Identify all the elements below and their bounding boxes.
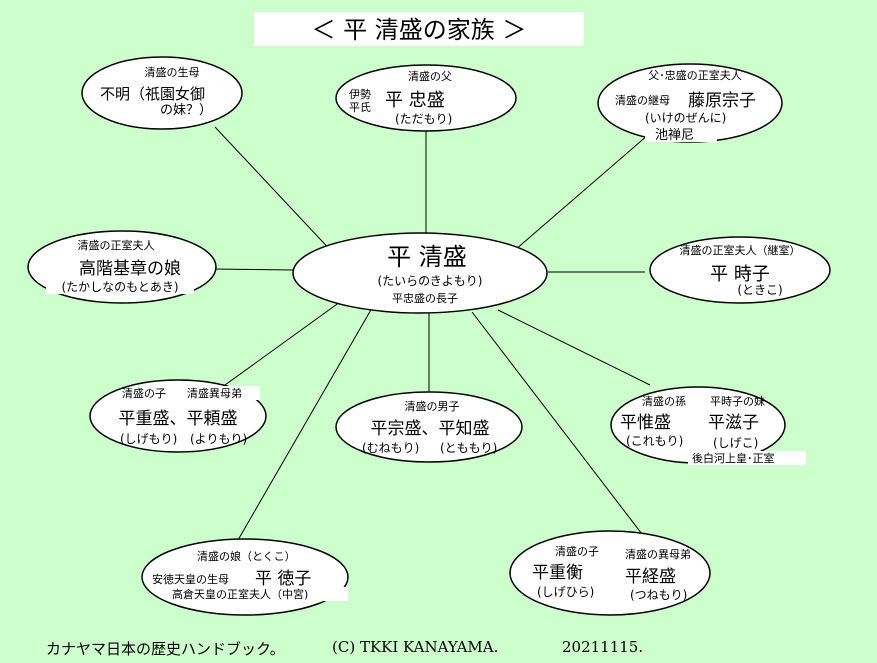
grandchild-note: 後白河上皇･正室 — [692, 451, 775, 465]
wife1-reading-bg — [46, 280, 194, 294]
wife1-role: 清盛の正室夫人 — [78, 238, 155, 252]
mother-role: 清盛の生母 — [145, 65, 200, 79]
daughter-note: 高倉天皇の正室夫人（中宮) — [172, 587, 308, 601]
sons1-role1: 清盛の子 — [122, 386, 166, 400]
daughter-prefix: 安徳天皇の生母 — [152, 572, 229, 586]
edge-wife1 — [211, 268, 294, 271]
node-shigemori-yorimori[interactable]: 清盛の子 清盛異母弟 平重盛、平頼盛 (しげもり) (よりもり) — [89, 379, 267, 453]
edge-grandchild — [497, 309, 651, 386]
grandchild-reading2: (しげこ) — [713, 436, 758, 450]
edge-mother — [214, 126, 336, 256]
footer: カナヤマ日本の歴史ハンドブック。 (C) TKKI KANAYAMA. 2021… — [20, 638, 860, 660]
sons2-reading2: (とももり) — [440, 441, 497, 455]
grandchild-name2: 平滋子 — [708, 413, 759, 433]
father-role: 清盛の父 — [408, 69, 452, 83]
father-reading: (ただもり) — [395, 112, 452, 126]
stepmother-reading: (いけのぜんに) — [645, 111, 726, 125]
diagram-title: ＜ 平 清盛の家族 ＞ — [312, 16, 527, 44]
father-origin2: 平氏 — [349, 101, 371, 114]
stepmother-alias-bg — [645, 126, 717, 142]
sons1-reading2: (よりもり) — [190, 432, 247, 446]
stepmother-role: 父･忠盛の正室夫人 — [648, 68, 742, 82]
title-box — [254, 12, 584, 46]
daughter-note-bg — [168, 587, 348, 601]
edge-daughter — [237, 307, 373, 541]
grandchild-role2: 平時子の妹 — [710, 395, 765, 408]
mother-line2: の妹？） — [160, 103, 212, 118]
center-note: 平忠盛の長子 — [392, 291, 458, 305]
sons1-reading1: (しげもり) — [120, 432, 177, 446]
node-stepmother[interactable]: 父･忠盛の正室夫人 清盛の継母 藤原宗子 (いけのぜんに) 池禅尼 — [597, 63, 783, 143]
sons1-name: 平重盛、平頼盛 — [119, 409, 238, 429]
sons3-reading2: (つねもり) — [630, 588, 687, 602]
sons1-role2: 清盛異母弟 — [187, 386, 242, 400]
wife1-reading: (たかしなのもとあき) — [61, 280, 178, 294]
sons2-reading1: (むねもり) — [362, 441, 419, 455]
wife2-name: 平 時子 — [710, 264, 770, 285]
node-tokuko[interactable]: 清盛の娘（とくこ） 安徳天皇の生母 平 徳子 高倉天皇の正室夫人（中宮) — [141, 538, 349, 616]
node-father[interactable]: 清盛の父 伊勢 平氏 平 忠盛 (ただもり) — [335, 64, 517, 132]
center-reading: (たいらのきよもり) — [377, 274, 482, 288]
daughter-name: 平 徳子 — [255, 569, 311, 589]
sons3-role2: 清盛の異母弟 — [625, 547, 691, 561]
mother-line1: 不明（祇園女御 — [100, 85, 205, 103]
sons3-reading1: (しげひら) — [537, 585, 594, 599]
wife2-role: 清盛の正室夫人（継室） — [680, 243, 801, 257]
node-second-wife[interactable]: 清盛の正室夫人（継室） 平 時子 (ときこ) — [649, 236, 831, 304]
edge-sons1 — [224, 301, 341, 386]
stepmother-alias: 池禅尼 — [655, 128, 694, 143]
wife2-reading: (ときこ) — [737, 283, 782, 297]
sons1-role2-bg — [182, 386, 260, 400]
footer-date: 20211115. — [562, 638, 644, 656]
stepmother-prefix: 清盛の継母 — [615, 93, 670, 107]
grandchild-role1: 清盛の孫 — [642, 394, 686, 408]
sons2-name: 平宗盛、平知盛 — [371, 419, 490, 439]
daughter-role: 清盛の娘（とくこ） — [197, 549, 296, 563]
grandchild-reading1: (これもり) — [626, 434, 683, 448]
sons3-role1: 清盛の子 — [555, 544, 599, 558]
node-mother[interactable]: 清盛の生母 不明（祇園女御 の妹？） — [81, 56, 243, 130]
center-name: 平 清盛 — [387, 243, 467, 271]
sons2-role: 清盛の男子 — [405, 399, 460, 413]
stepmother-name: 藤原宗子 — [688, 91, 756, 111]
edge-sons3 — [471, 311, 646, 539]
wife1-name: 高階基章の娘 — [79, 259, 181, 279]
footer-copyright: (C) TKKI KANAYAMA. — [332, 638, 499, 656]
node-first-wife[interactable]: 清盛の正室夫人 高階基章の娘 (たかしなのもとあき) — [27, 230, 217, 304]
sons3-name1: 平重衡 — [532, 563, 583, 583]
node-koremori-shigeko[interactable]: 清盛の孫 平時子の妹 平惟盛 平滋子 (これもり) (しげこ) 後白河上皇･正室 — [610, 386, 806, 465]
father-name: 平 忠盛 — [385, 90, 445, 111]
node-taira-no-kiyomori[interactable]: 平 清盛 (たいらのきよもり) 平忠盛の長子 — [292, 232, 548, 314]
node-shigehira-tsunemori[interactable]: 清盛の子 清盛の異母弟 平重衡 平経盛 (しげひら) (つねもり) — [509, 530, 711, 616]
sons3-name2: 平経盛 — [625, 567, 676, 587]
grandchild-note-bg — [688, 451, 806, 465]
footer-book: カナヤマ日本の歴史ハンドブック。 — [46, 640, 285, 658]
edge-stepmother — [514, 134, 649, 251]
father-origin1: 伊勢 — [349, 87, 371, 101]
node-munemori-tomomori[interactable]: 清盛の男子 平宗盛、平知盛 (むねもり) (とももり) — [335, 391, 523, 463]
grandchild-name1: 平惟盛 — [620, 413, 671, 433]
